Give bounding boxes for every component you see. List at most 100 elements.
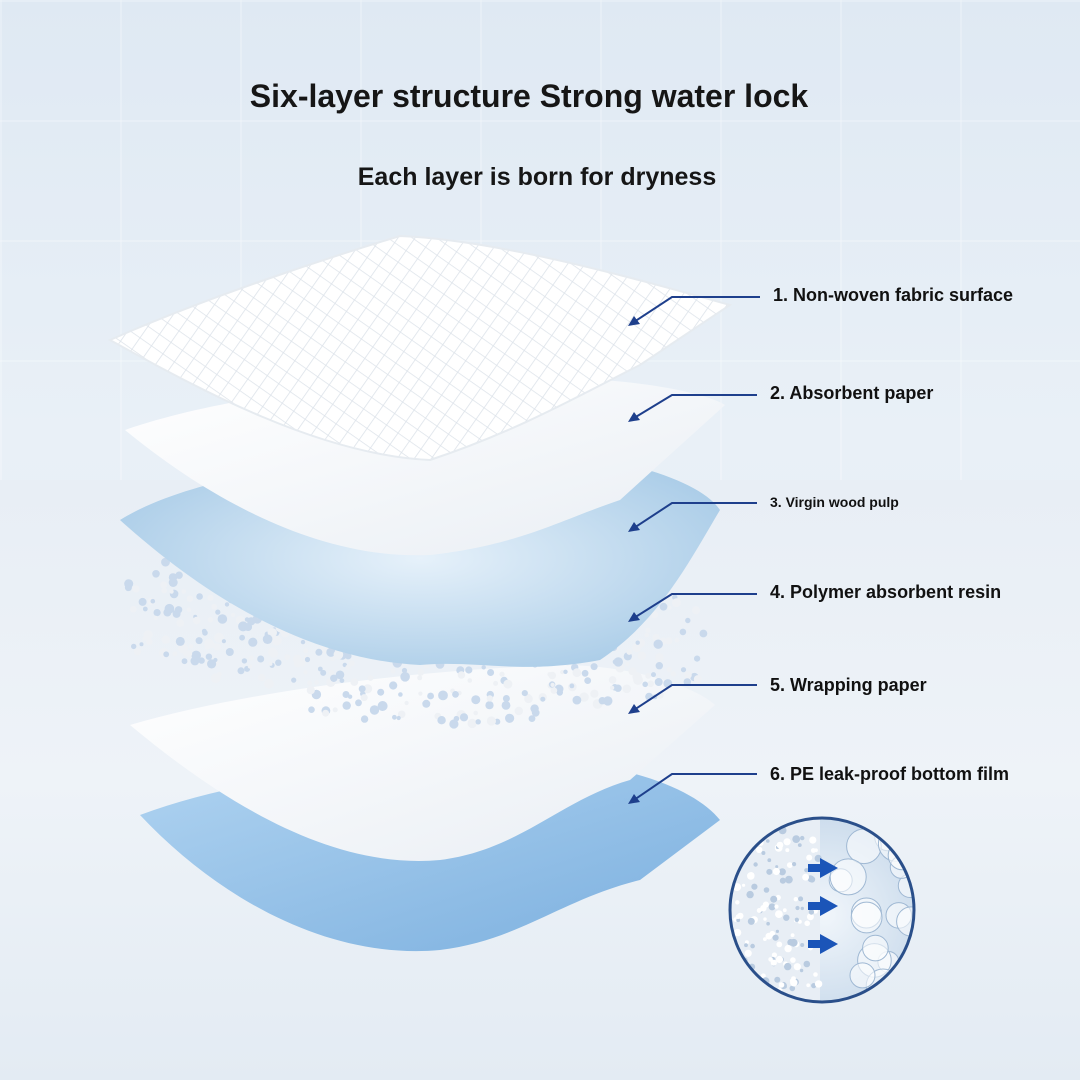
resin-bead [139, 642, 144, 647]
resin-bead [667, 605, 672, 610]
resin-bead [452, 691, 459, 698]
resin-bead [241, 658, 248, 664]
resin-bead [131, 643, 137, 650]
resin-bead [417, 668, 425, 676]
down-left-arrow-icon [628, 704, 640, 714]
resin-bead [674, 637, 680, 643]
inset-particle [775, 910, 783, 918]
resin-bead [217, 614, 228, 624]
resin-bead [304, 656, 311, 663]
label-absorbent-paper: 2. Absorbent paper [770, 383, 934, 403]
inset-particle [800, 906, 804, 911]
resin-bead [645, 673, 652, 679]
resin-bead [264, 678, 274, 689]
resin-bead [635, 640, 640, 645]
resin-bead [438, 690, 448, 701]
inset-particle [797, 843, 802, 847]
resin-bead [185, 650, 193, 658]
resin-bead [161, 635, 170, 644]
resin-bead [465, 666, 473, 674]
resin-bead [355, 699, 362, 707]
resin-bead [680, 667, 687, 673]
resin-bead [503, 679, 513, 689]
resin-bead [392, 714, 397, 720]
resin-bead [275, 659, 282, 666]
resin-bead [133, 648, 142, 656]
inset-particle [778, 868, 786, 876]
inset-particle [766, 921, 770, 926]
resin-bead [314, 680, 319, 685]
resin-bead [347, 694, 353, 699]
resin-bead [397, 710, 406, 719]
resin-bead [560, 669, 565, 675]
resin-bead [626, 649, 633, 655]
resin-bead [699, 629, 708, 638]
resin-bead [679, 628, 687, 636]
resin-bead [655, 653, 664, 662]
inset-particle [775, 865, 779, 869]
inset-particle [803, 960, 811, 968]
resin-bead [308, 706, 315, 713]
resin-bead [614, 684, 622, 692]
resin-bead [192, 616, 201, 625]
resin-bead [467, 718, 477, 729]
resin-bead [215, 609, 221, 615]
inset-particle [794, 917, 799, 922]
resin-bead [418, 691, 423, 696]
resin-bead [330, 674, 338, 682]
resin-bead [683, 678, 691, 686]
resin-bead [569, 683, 575, 689]
absorption-arrow-icon [808, 858, 838, 954]
inset-particle [742, 883, 746, 887]
inset-particle [785, 875, 793, 884]
inset-particle [744, 943, 748, 948]
inset-particle [775, 955, 784, 964]
inset-particle [792, 862, 797, 867]
resin-bead [268, 661, 273, 666]
inset-particle [783, 838, 791, 846]
resin-bead [239, 634, 246, 641]
resin-bead [644, 632, 649, 638]
callout-line-3 [633, 502, 757, 529]
inset-particle [751, 883, 758, 890]
resin-bead [201, 628, 207, 634]
inset-particle [783, 914, 790, 921]
resin-bead [389, 681, 398, 690]
resin-bead [467, 678, 473, 683]
resin-bead [459, 713, 469, 722]
inset-particle [808, 909, 815, 915]
resin-bead [672, 598, 681, 607]
resin-bead [647, 680, 654, 688]
resin-bead [684, 671, 692, 679]
callout-line-4 [633, 593, 757, 619]
resin-bead [284, 654, 291, 660]
resin-bead [306, 686, 315, 695]
resin-bead [175, 636, 185, 646]
down-left-arrow-icon [628, 412, 640, 422]
resin-bead [358, 685, 366, 693]
resin-bead [332, 707, 338, 713]
down-left-arrow-icon [628, 612, 640, 622]
resin-bead [550, 687, 558, 694]
resin-bead [191, 650, 201, 661]
inset-particle [756, 846, 763, 853]
resin-bead [453, 715, 460, 722]
inset-particle [763, 887, 770, 893]
inset-particle [776, 941, 783, 948]
resin-bead [186, 607, 192, 612]
resin-bead [501, 701, 511, 710]
resin-bead [401, 667, 408, 674]
resin-bead [584, 677, 592, 684]
inset-particle [772, 934, 779, 941]
resin-bead [486, 695, 493, 702]
resin-bead [153, 609, 161, 617]
resin-bead [590, 689, 599, 698]
inset-particle [789, 938, 798, 947]
resin-bead [328, 670, 335, 676]
resin-bead [211, 603, 217, 610]
resin-bead [632, 643, 641, 653]
resin-bead [360, 715, 369, 723]
resin-bead [609, 685, 615, 690]
resin-bead [665, 637, 673, 645]
